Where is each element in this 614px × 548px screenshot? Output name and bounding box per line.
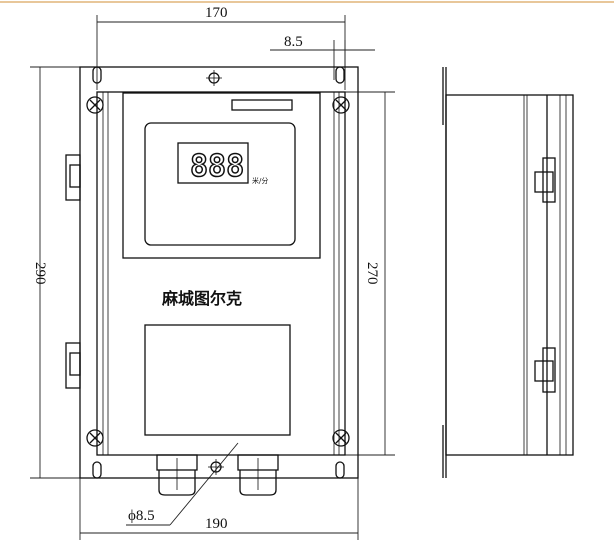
cable-gland-icon	[156, 454, 279, 496]
dimension-inner-height: 270	[345, 91, 395, 456]
display-unit: 米/分	[252, 176, 268, 185]
dimension-top-width: 170	[96, 5, 346, 90]
brand-label: 麻城图尔克	[161, 289, 242, 308]
label-window	[144, 324, 291, 436]
dimension-hole-spacing: 8.5	[270, 34, 375, 80]
display-digits: 888	[190, 149, 244, 184]
dimension-hole-diameter: ϕ8.5	[126, 442, 239, 526]
dim-label-290: 290	[32, 262, 48, 285]
front-view: 888 米/分 麻城图尔克	[65, 66, 359, 496]
dim-label-170: 170	[205, 5, 228, 21]
screw-icon	[86, 96, 350, 447]
side-view	[442, 67, 574, 478]
lcd-display	[177, 142, 249, 184]
dimension-overall-height: 290	[30, 66, 85, 479]
dimension-bottom-width: 190	[79, 478, 359, 540]
dim-label-270: 270	[364, 262, 380, 285]
dim-label-phi-8-5: ϕ8.5	[128, 508, 155, 524]
dim-label-190: 190	[205, 516, 228, 532]
dim-label-8-5: 8.5	[284, 34, 303, 50]
